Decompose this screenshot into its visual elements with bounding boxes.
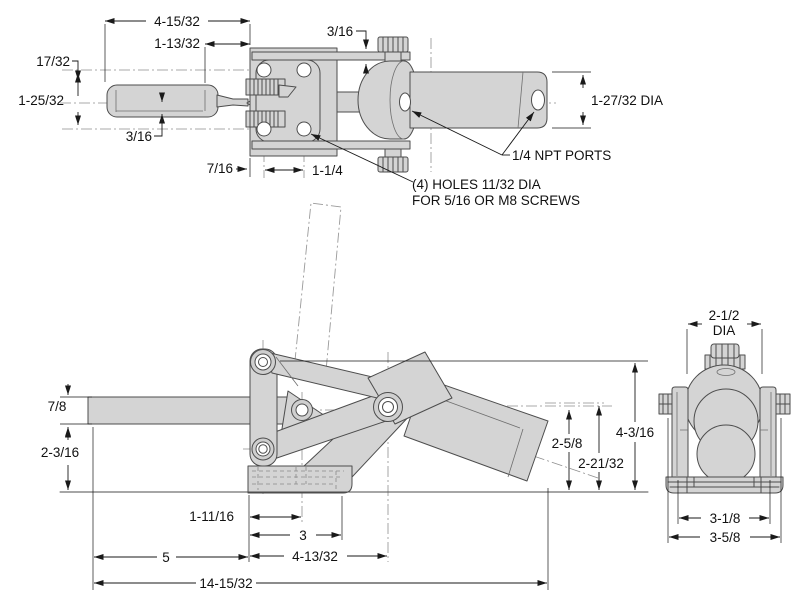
breather-cap-knurl (709, 343, 741, 370)
ext-lines-end (667, 329, 782, 543)
cylinder-head-face-arc (389, 60, 405, 140)
pivot-lower-ring (255, 441, 271, 457)
bracket-wall-left (671, 386, 689, 479)
dim-label-bracket-thickness: 3/16 (327, 24, 353, 39)
base-foot (247, 465, 353, 494)
trunnion-strap-bottom (251, 140, 411, 150)
bracket-base-lines (667, 476, 782, 494)
plate-hole-br (296, 121, 312, 137)
dim-label-base-to-pivot: 1-11/16 (189, 509, 234, 524)
dim-label-base-to-hole: 3 (299, 528, 307, 543)
base-foot-hidden-lines (252, 467, 344, 490)
bracket-base-band (665, 476, 784, 494)
dim-cyl-dia-brackets (552, 71, 591, 129)
handle-rod (106, 84, 219, 118)
side-view-dimensions: 7/8 2-3/16 1-11/16 3 5 4-13/32 14-15/32 … (41, 360, 654, 591)
ext-lines-top (104, 24, 251, 177)
dim-label-cylinder-dia: 1-27/32 DIA (591, 93, 663, 108)
dim-label-bar-height: 7/8 (48, 399, 67, 414)
note-ports: 1/4 NPT PORTS (512, 148, 611, 163)
bracket-wall-right (759, 386, 777, 479)
npt-port-end (531, 89, 545, 111)
ports-leader-front (411, 110, 503, 156)
ports-leader-end (501, 111, 535, 156)
flange-port-oval (716, 368, 736, 376)
plate-hole-tr (296, 62, 312, 78)
dim-label-outer-width: 3-5/8 (710, 530, 741, 545)
screw-bottom-knurl (382, 156, 404, 173)
dim-label-bar-reach: 5 (162, 550, 170, 565)
top-view-notes: (4) HOLES 11/32 DIA FOR 5/16 OR M8 SCREW… (310, 110, 611, 208)
plate-hole-bl (256, 121, 272, 137)
dim-17-32-bracket (72, 60, 79, 66)
dim-label-hole-spacing: 1-1/4 (312, 163, 343, 178)
dim-label-rod-half: 3/16 (126, 129, 152, 144)
pivot-top (250, 349, 276, 375)
cylinder-barrel-top (409, 71, 548, 129)
bracket-wall-inner-lines (676, 392, 772, 476)
pivot-middle-ring (295, 403, 309, 417)
end-view-dimensions: 2-1/2 DIA 3-1/8 3-5/8 (667, 308, 782, 545)
pivot-lower-bolt (258, 444, 268, 454)
pivot-middle (291, 399, 313, 421)
pivot-top-ring (254, 353, 272, 371)
serration-lines (249, 78, 279, 128)
trunnion-nut-right-lines (774, 393, 791, 415)
holes-leader (310, 133, 414, 183)
plate-hole-tl (256, 62, 272, 78)
trunnion-strap-top (251, 51, 411, 61)
dim-label-handle-swing: 1-25/32 (18, 93, 64, 108)
dim-label-grip-to-plate: 1-13/32 (154, 36, 200, 51)
toggle-link (249, 348, 278, 467)
end-view: 2-1/2 DIA 3-1/8 3-5/8 (658, 308, 791, 545)
dim-3-16-rod-bracket (154, 124, 163, 137)
pivot-clevis-ring (378, 397, 398, 417)
note-holes-line2: FOR 5/16 OR M8 SCREWS (412, 193, 580, 208)
handle-arm-facet (275, 356, 299, 387)
latch-tab (278, 84, 297, 98)
top-view: 4-15/32 1-13/32 17/32 1-25/32 3/16 3/16 … (18, 14, 663, 208)
barrel-seam (517, 71, 524, 129)
dim-label-cylinder-centerline: 2-21/32 (578, 456, 624, 471)
dim-label-overall-to-plate: 4-15/32 (154, 14, 200, 29)
npt-port-front (399, 92, 411, 112)
dim-3-16-strap-bracket (356, 30, 367, 38)
dim-label-bar-to-base: 2-3/16 (41, 445, 79, 460)
pivot-lower (251, 437, 275, 461)
screw-top-knurl (382, 36, 404, 53)
dim-label-overall-length: 14-15/32 (199, 576, 252, 591)
ext-lines-side (60, 360, 648, 590)
dim-label-base-to-clevis: 4-13/32 (292, 549, 338, 564)
handle-neck (216, 94, 249, 108)
dim-label-flange-dia-suffix: DIA (713, 323, 736, 338)
dim-label-centerline-height: 2-5/8 (552, 436, 583, 451)
pivot-clevis (373, 392, 403, 422)
dim-label-overall-height: 4-3/16 (616, 425, 654, 440)
dim-label-handle-offset: 17/32 (36, 54, 70, 69)
handle-rod-detail (115, 90, 206, 112)
top-view-dimensions: 4-15/32 1-13/32 17/32 1-25/32 3/16 3/16 … (18, 14, 663, 178)
side-view: 7/8 2-3/16 1-11/16 3 5 4-13/32 14-15/32 … (41, 202, 654, 591)
pivot-clevis-bolt (382, 401, 394, 413)
pivot-top-bolt (258, 357, 268, 367)
rod-end-circle (696, 424, 756, 484)
dim-label-edge-to-hole: 7/16 (207, 161, 233, 176)
breather-cap-plug (710, 343, 740, 359)
phantom-handle (292, 202, 342, 383)
dim-label-inner-width: 3-1/8 (710, 511, 741, 526)
note-holes-line1: (4) HOLES 11/32 DIA (412, 177, 541, 192)
dim-label-flange-dia: 2-1/2 (709, 308, 740, 323)
